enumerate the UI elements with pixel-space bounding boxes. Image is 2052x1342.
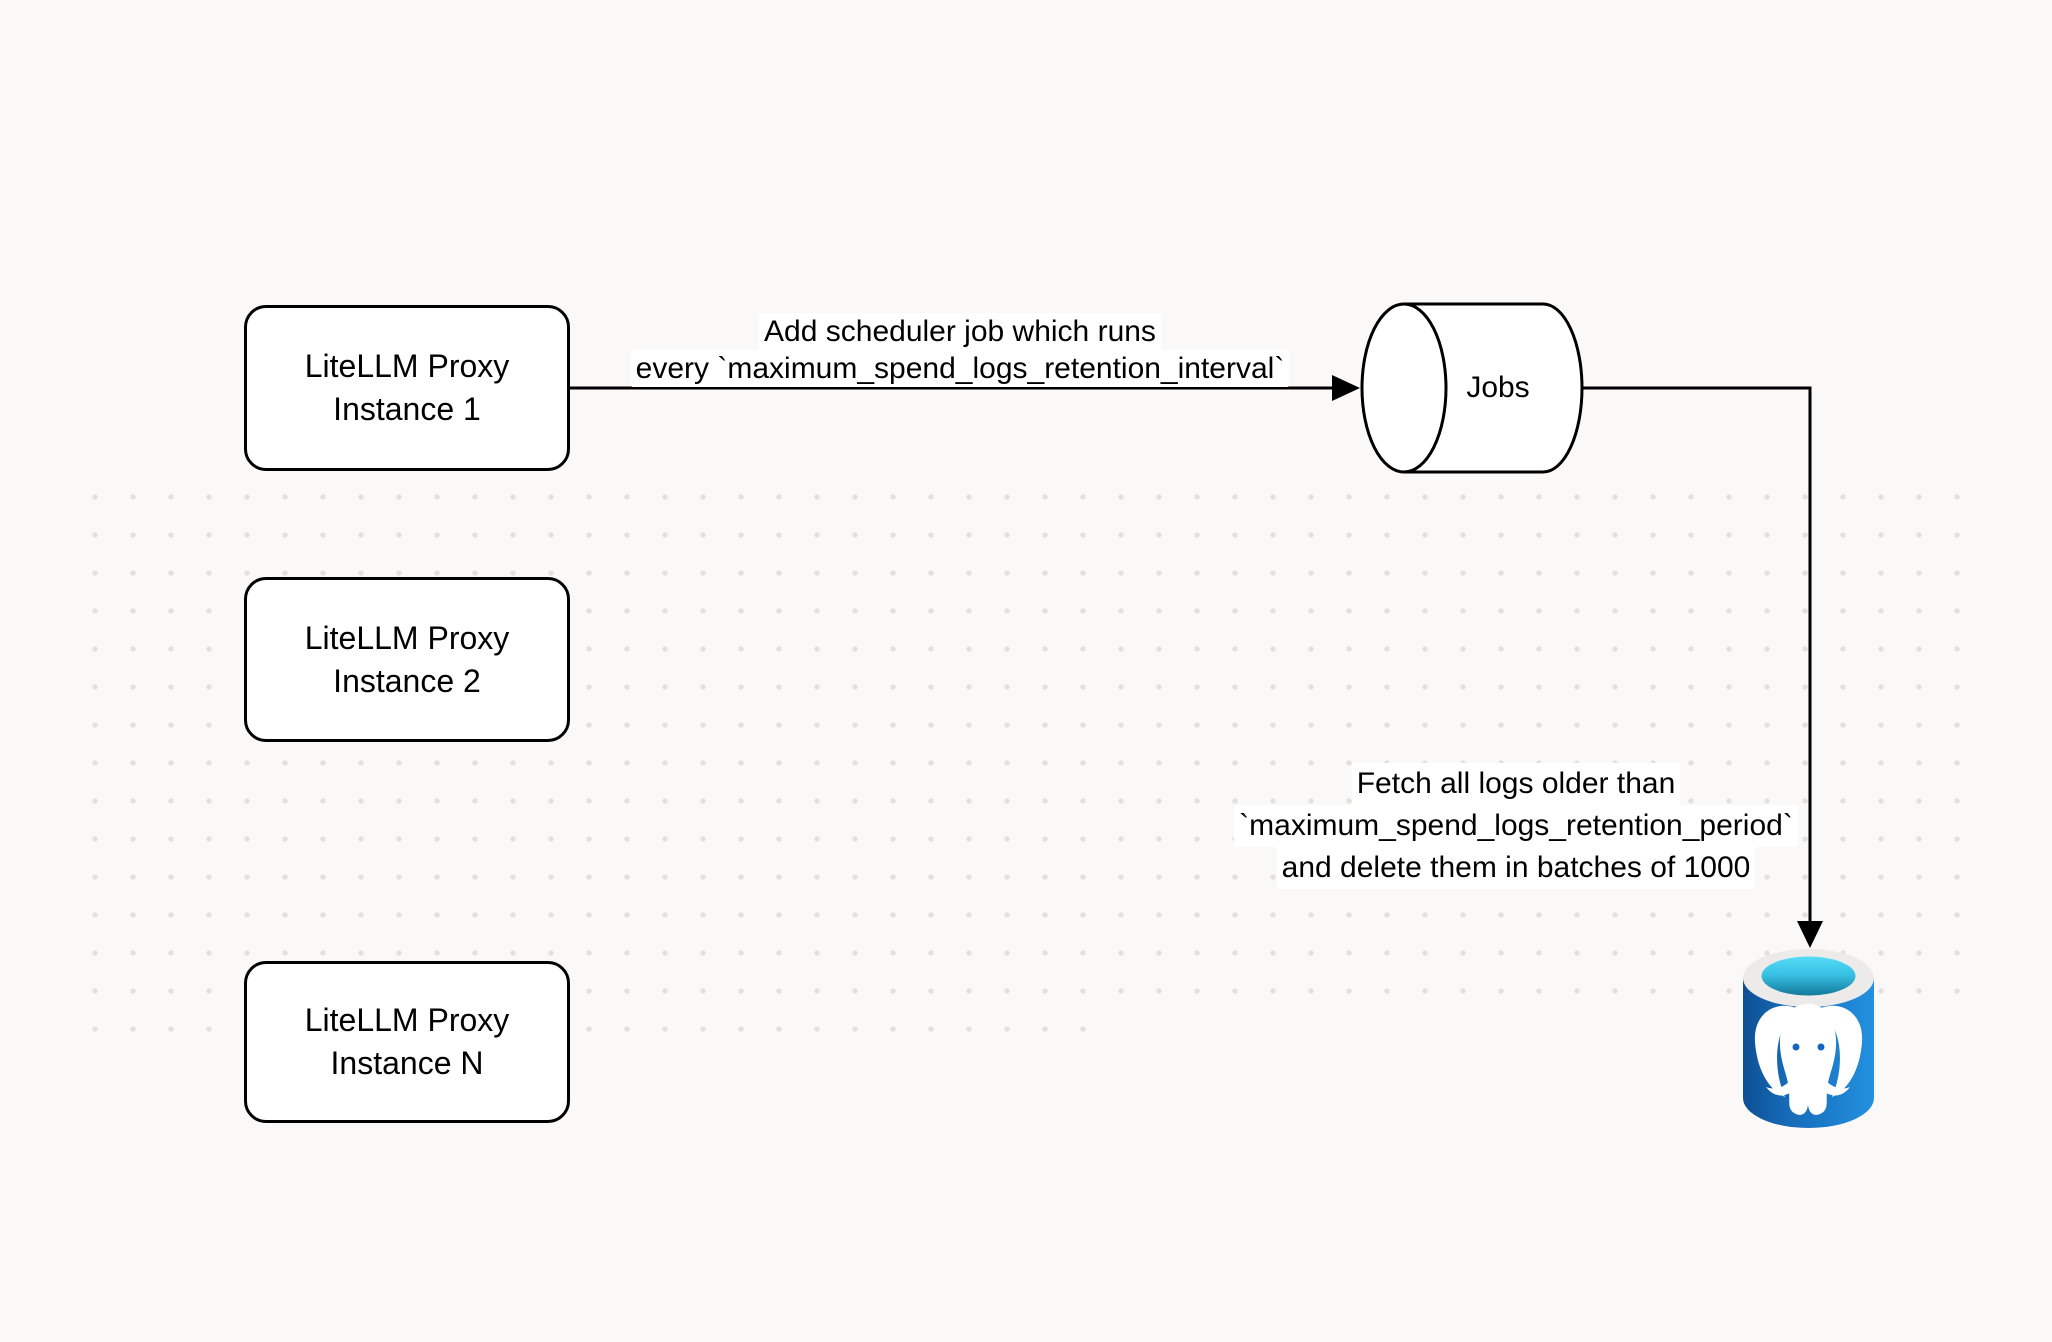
jobs-queue-cylinder [1360,302,1584,474]
node-litellm-proxy-instance-2: LiteLLM Proxy Instance 2 [244,577,570,742]
edge-label-line: Fetch all logs older than [1351,763,1681,805]
postgresql-icon [1743,949,1874,1129]
edge-label-fetch: Fetch all logs older than `maximum_spend… [1146,763,1886,889]
node-label: LiteLLM Proxy Instance 1 [304,348,510,427]
edge-label-schedule: Add scheduler job which runs every `maxi… [540,313,1380,387]
pg-elephant-eyes [1792,1043,1825,1051]
edge-label-line: and delete them in batches of 1000 [1276,847,1756,889]
jobs-queue-label: Jobs [1466,371,1530,404]
node-label: LiteLLM Proxy Instance N [304,1002,510,1081]
pg-cylinder-opening [1761,956,1856,996]
node-litellm-proxy-instance-n: LiteLLM Proxy Instance N [244,961,570,1123]
edge-label-line: Add scheduler job which runs [759,313,1161,350]
node-litellm-proxy-instance-1: LiteLLM Proxy Instance 1 [244,305,570,471]
dot-grid [76,478,1978,1010]
flow-arrow-fetch [1582,386,1823,948]
flow-arrow-schedule [570,375,1360,401]
edge-label-line: every `maximum_spend_logs_retention_inte… [630,350,1290,387]
edge-label-line: `maximum_spend_logs_retention_period` [1234,805,1798,847]
pg-elephant [1754,1004,1863,1115]
node-label: LiteLLM Proxy Instance 2 [304,619,510,699]
